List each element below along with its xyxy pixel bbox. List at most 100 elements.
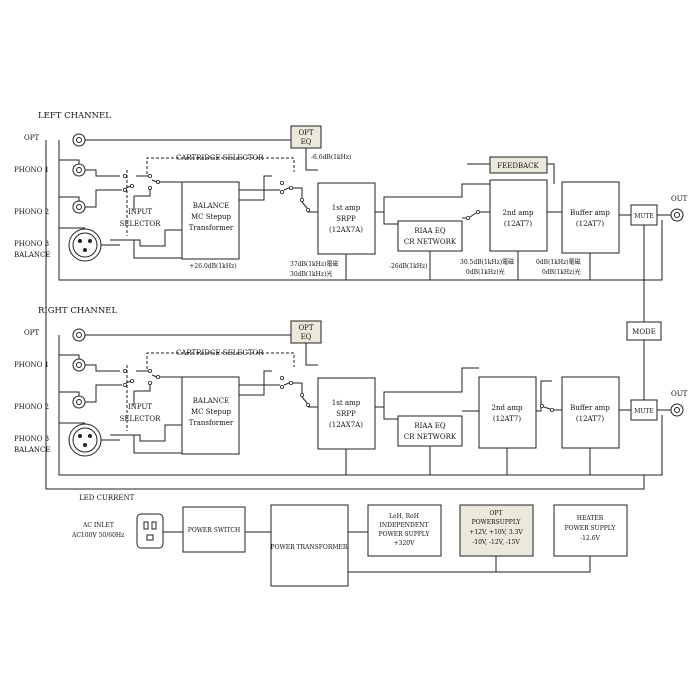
- left-input-label-phono2: PHONO 2: [14, 208, 49, 216]
- ac-inlet-voltage-label: AC100V 50/60Hz: [71, 532, 124, 539]
- left-phono1-jack-icon: [72, 163, 86, 177]
- right-out-jack-icon: [670, 403, 684, 417]
- right-opt-select-switch: [299, 392, 310, 407]
- left-riaa-label-2: CR NETWORK: [404, 238, 457, 246]
- right-phono2-jack-icon: [72, 395, 86, 409]
- opt-supply-label-4: -10V, -12V, -15V: [472, 539, 520, 546]
- left-2nd-amp-label-2: (12AT7): [504, 220, 532, 228]
- left-transformer-label-1: BALANCE: [193, 202, 230, 210]
- right-1st-amp-block: [317, 377, 376, 450]
- left-buffer-amp-label-2: (12AT7): [576, 220, 604, 228]
- right-channel-heading: RIGHT CHANNEL: [38, 306, 117, 316]
- right-input-selector-label: INPUT: [128, 403, 152, 411]
- left-2nd-amp-gain-2: 0dB(1kHz)光: [466, 268, 505, 276]
- left-1st-amp-gain-2: 30dB(1kHz)光: [290, 270, 332, 278]
- left-mc-stepup-transformer: [181, 181, 240, 260]
- right-riaa-eq-block: [397, 415, 463, 447]
- right-opt-jack-icon: [72, 328, 86, 342]
- left-riaa-gain: -26dB(1kHz): [389, 263, 427, 270]
- right-riaa-label-2: CR NETWORK: [404, 433, 457, 441]
- right-2nd-amp-switch: [540, 403, 555, 412]
- left-riaa-label-1: RIAA EQ: [414, 227, 445, 235]
- right-channel-section: RIGHT CHANNEL OPT PHONO 1 PHONO 2 PHONO …: [14, 306, 688, 476]
- left-input-label-opt: OPT: [24, 134, 39, 142]
- opt-supply-label-1: OPT: [490, 510, 503, 517]
- left-input-selector-label: INPUT: [128, 208, 152, 216]
- left-buffer-gain-2: 0dB(1kHz)光: [542, 268, 581, 276]
- left-1st-amp-label-1: 1st amp: [332, 204, 361, 212]
- heater-supply-label-3: -12.6V: [580, 535, 600, 542]
- power-section: LED CURRENT AC INLET AC100V 50/60Hz POWE…: [45, 140, 645, 587]
- right-mc-stepup-transformer: [181, 376, 240, 455]
- right-2nd-amp-label-1: 2nd amp: [492, 404, 523, 412]
- right-cartridge-switch-out: [279, 375, 293, 389]
- left-1st-amp-block: [317, 182, 376, 255]
- independent-supply-label-2: INDEPENDENT: [380, 522, 429, 529]
- independent-supply-label-3: POWER SUPPLY: [379, 531, 431, 538]
- right-1st-amp-label-1: 1st amp: [332, 399, 361, 407]
- left-feedback-label: FEEDBACK: [497, 162, 539, 170]
- left-mute-label: MUTE: [634, 213, 654, 220]
- left-opt-eq-label: OPT: [298, 129, 313, 137]
- left-input-label-balance: BALANCE: [14, 251, 51, 259]
- right-transformer-label-3: Transformer: [189, 419, 234, 427]
- power-switch-label: POWER SWITCH: [188, 527, 240, 534]
- left-out-jack-icon: [670, 208, 684, 222]
- left-buffer-amp-block: [561, 181, 620, 254]
- heater-power-supply-block: [553, 504, 628, 557]
- left-opt-eq-label-2: EQ: [301, 138, 312, 146]
- independent-power-supply-block: [367, 504, 442, 557]
- heater-supply-label-1: HEATER: [577, 515, 604, 522]
- right-input-label-phono3: PHONO 3: [14, 435, 49, 443]
- right-cartridge-selector-linkage: [146, 352, 295, 369]
- left-opt-eq-gain: -6.6dB(1kHz): [311, 154, 351, 161]
- right-input-label-phono2: PHONO 2: [14, 403, 49, 411]
- right-cartridge-switch-in: [147, 368, 160, 385]
- left-2nd-amp-block: [489, 179, 548, 252]
- right-1st-amp-label-2: SRPP: [336, 410, 356, 418]
- opt-supply-label-2: POWERSUPPLY: [472, 519, 522, 526]
- right-xlr-connector-icon: [68, 423, 102, 457]
- left-cartridge-switch-out: [279, 180, 293, 194]
- left-1st-amp-gain-1: 37dB(1kHz)電磁: [290, 260, 338, 268]
- left-feedback-block: [489, 156, 548, 174]
- right-input-selector-switch: [123, 368, 134, 387]
- ac-inlet-label: AC INLET: [82, 522, 114, 529]
- left-transformer-gain: +26.0dB(1kHz): [189, 263, 236, 270]
- left-channel-section: LEFT CHANNEL OPT PHONO 1 PHONO 2 PHONO 3…: [14, 111, 688, 281]
- power-switch-block: [182, 506, 246, 553]
- left-buffer-gain-1: 0dB(1kHz)電磁: [536, 258, 581, 266]
- left-cartridge-switch-in: [147, 173, 160, 190]
- right-out-label: OUT: [671, 390, 688, 398]
- right-input-label-opt: OPT: [24, 329, 39, 337]
- right-phono1-jack-icon: [72, 358, 86, 372]
- right-2nd-amp-label-2: (12AT7): [493, 415, 521, 423]
- left-channel-heading: LEFT CHANNEL: [38, 111, 111, 121]
- left-cartridge-selector-linkage: [146, 157, 295, 174]
- left-input-selector-label-2: SELECTOR: [120, 220, 161, 228]
- left-input-selector-switch: [123, 173, 134, 192]
- right-transformer-label-1: BALANCE: [193, 397, 230, 405]
- mode-label: MODE: [632, 328, 656, 336]
- right-opt-eq-label: OPT: [298, 324, 313, 332]
- left-buffer-amp-label-1: Buffer amp: [570, 209, 610, 217]
- independent-supply-label-4: +320V: [394, 540, 415, 547]
- left-riaa-switch: [465, 209, 480, 220]
- left-channel-frame: [58, 140, 663, 281]
- left-1st-amp-label-2: SRPP: [336, 215, 356, 223]
- left-transformer-label-2: MC Stepup: [191, 213, 231, 221]
- right-riaa-label-1: RIAA EQ: [414, 422, 445, 430]
- power-transformer-label: POWER TRANSFORMER: [271, 544, 348, 551]
- left-input-label-phono3: PHONO 3: [14, 240, 49, 248]
- left-xlr-connector-icon: [68, 228, 102, 262]
- right-mute-label: MUTE: [634, 408, 654, 415]
- right-input-selector-label-2: SELECTOR: [120, 415, 161, 423]
- opt-power-supply-block: [459, 504, 534, 557]
- right-buffer-amp-label-2: (12AT7): [576, 415, 604, 423]
- right-buffer-amp-block: [561, 376, 620, 449]
- independent-supply-label-1: LeH, ReH: [389, 513, 419, 520]
- left-1st-amp-label-3: (12AX7A): [329, 226, 363, 234]
- power-transformer-block: [270, 504, 349, 587]
- left-cartridge-selector-label: CARTRIDGE SELECTOR: [176, 154, 264, 162]
